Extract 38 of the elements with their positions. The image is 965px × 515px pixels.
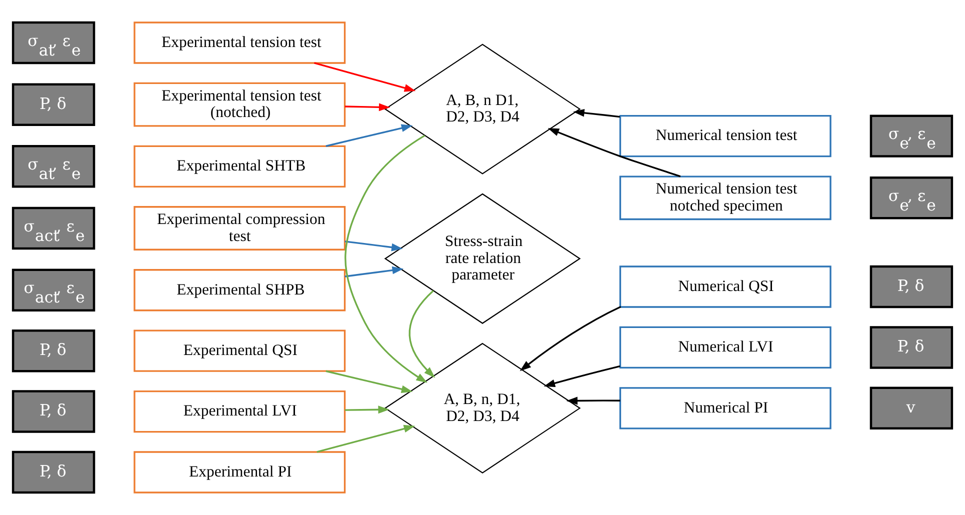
arrow [566,396,620,405]
node-box: P, δ [870,326,954,369]
node-box: Numerical LVI [619,326,832,369]
node-box: Experimental QSI [134,330,346,372]
arrow [548,128,681,178]
arrow [408,290,436,378]
node-box: v [870,386,954,430]
arrow [314,62,416,92]
arrow [326,124,413,147]
node-diamond: A, B, n, D1, D2, D3, D4 [384,342,581,474]
node-box: Experimental SHTB [134,145,346,188]
node-diamond: A, B, n D1, D2, D3, D4 [384,44,581,174]
node-box: P, δ [12,390,96,433]
node-box: Experimental compression test [134,206,346,250]
node-box: Experimental tension test [134,22,346,64]
arrow [573,108,620,118]
arrow [344,103,390,112]
node-box: P, δ [12,83,96,126]
arrow [544,365,620,388]
arrow [344,240,403,252]
arrow [520,306,622,372]
node-box: Experimental SHPB [134,269,346,312]
node-box: Numerical QSI [619,266,832,308]
node-box: Numerical PI [619,387,832,430]
node-diamond: Stress-strain rate relation parameter [384,193,581,324]
arrow [344,406,390,414]
node-box: Experimental tension test (notched) [134,82,346,127]
arrow [316,424,416,453]
node-box: P, δ [870,265,954,308]
node-box: Numerical tension test notched specimen [619,176,832,220]
arrow [344,266,404,278]
node-box: Numerical tension test [619,114,832,158]
node-box: P, δ [12,450,96,494]
node-box: P, δ [12,329,96,372]
arrow [326,370,413,394]
node-box: Experimental PI [134,451,346,494]
arrow [344,134,428,383]
node-box: Experimental LVI [134,390,346,433]
